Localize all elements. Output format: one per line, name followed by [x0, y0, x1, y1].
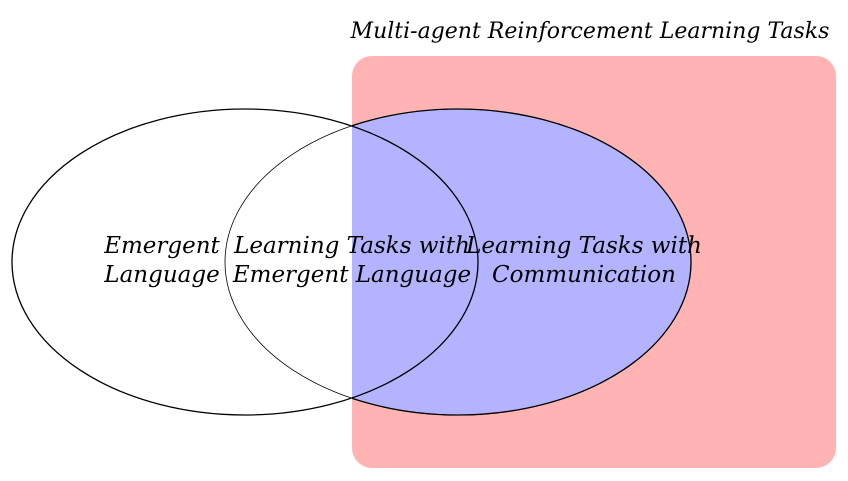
- communication-ellipse-fill: [352, 109, 691, 415]
- intersection-label-line1: Learning Tasks with: [233, 233, 470, 259]
- communication-label-line2: Communication: [492, 262, 676, 288]
- communication-label-line1: Learning Tasks with: [465, 233, 702, 259]
- emergent-language-ellipse: [11, 108, 479, 416]
- communication-ellipse-outer-arc: [352, 108, 692, 416]
- emergent-language-label-line1: Emergent: [103, 233, 220, 259]
- emergent-language-label-line2: Language: [103, 262, 219, 288]
- intersection-label-line2: Emergent Language: [232, 262, 471, 288]
- diagram-title: Multi-agent Reinforcement Learning Tasks: [350, 19, 830, 44]
